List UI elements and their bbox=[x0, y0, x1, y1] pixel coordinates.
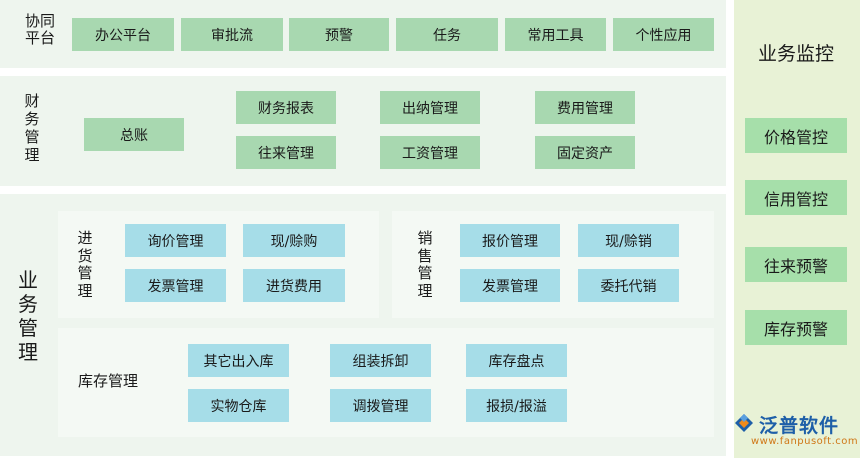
purchase-cost-module[interactable]: 进货费用 bbox=[243, 269, 345, 302]
office-platform-module[interactable]: 办公平台 bbox=[72, 18, 174, 51]
business-label: 业 务 管 理 bbox=[18, 268, 38, 364]
purchase-label: 进 货 管 理 bbox=[77, 229, 93, 301]
brand-name: 泛普软件 bbox=[759, 415, 840, 437]
personal-apps-module[interactable]: 个性应用 bbox=[613, 18, 714, 51]
inventory-alert-module[interactable]: 库存预警 bbox=[745, 310, 847, 345]
finance-label: 财 务 管 理 bbox=[24, 92, 40, 164]
general-ledger-module[interactable]: 总账 bbox=[84, 118, 184, 151]
stocktake-module[interactable]: 库存盘点 bbox=[466, 344, 567, 377]
price-control-module[interactable]: 价格管控 bbox=[745, 118, 847, 153]
transfer-module[interactable]: 调拨管理 bbox=[330, 389, 431, 422]
inventory-label: 库存管理 bbox=[78, 372, 139, 390]
cash-credit-sales-module[interactable]: 现/赊销 bbox=[578, 224, 679, 257]
task-module[interactable]: 任务 bbox=[396, 18, 498, 51]
expense-module[interactable]: 费用管理 bbox=[535, 91, 635, 124]
cash-credit-purchase-module[interactable]: 现/赊购 bbox=[243, 224, 345, 257]
warehouse-module[interactable]: 实物仓库 bbox=[188, 389, 289, 422]
brand-logo: 泛普软件 www.fanpusoft.com bbox=[729, 409, 859, 453]
inquiry-module[interactable]: 询价管理 bbox=[125, 224, 226, 257]
other-in-out-module[interactable]: 其它出入库 bbox=[188, 344, 289, 377]
brand-mark-icon bbox=[735, 414, 753, 432]
approval-flow-module[interactable]: 审批流 bbox=[181, 18, 283, 51]
fixed-assets-module[interactable]: 固定资产 bbox=[535, 136, 635, 169]
monitor-title: 业务监控 bbox=[757, 43, 834, 65]
brand-url: www.fanpusoft.com bbox=[751, 436, 859, 447]
financial-reports-module[interactable]: 财务报表 bbox=[236, 91, 336, 124]
monitor-panel bbox=[734, 0, 860, 458]
alert-module[interactable]: 预警 bbox=[289, 18, 389, 51]
sales-invoice-module[interactable]: 发票管理 bbox=[460, 269, 560, 302]
cashier-module[interactable]: 出纳管理 bbox=[380, 91, 480, 124]
quotation-module[interactable]: 报价管理 bbox=[460, 224, 560, 257]
consignment-module[interactable]: 委托代销 bbox=[578, 269, 679, 302]
accounts-module[interactable]: 往来管理 bbox=[236, 136, 336, 169]
payroll-module[interactable]: 工资管理 bbox=[380, 136, 480, 169]
loss-overflow-module[interactable]: 报损/报溢 bbox=[466, 389, 567, 422]
common-tools-module[interactable]: 常用工具 bbox=[505, 18, 606, 51]
credit-control-module[interactable]: 信用管控 bbox=[745, 180, 847, 215]
sales-label: 销 售 管 理 bbox=[417, 229, 433, 301]
assembly-module[interactable]: 组装拆卸 bbox=[330, 344, 431, 377]
accounts-alert-module[interactable]: 往来预警 bbox=[745, 247, 847, 282]
purchase-invoice-module[interactable]: 发票管理 bbox=[125, 269, 226, 302]
collab-platform-label: 协同 平台 bbox=[24, 12, 55, 48]
